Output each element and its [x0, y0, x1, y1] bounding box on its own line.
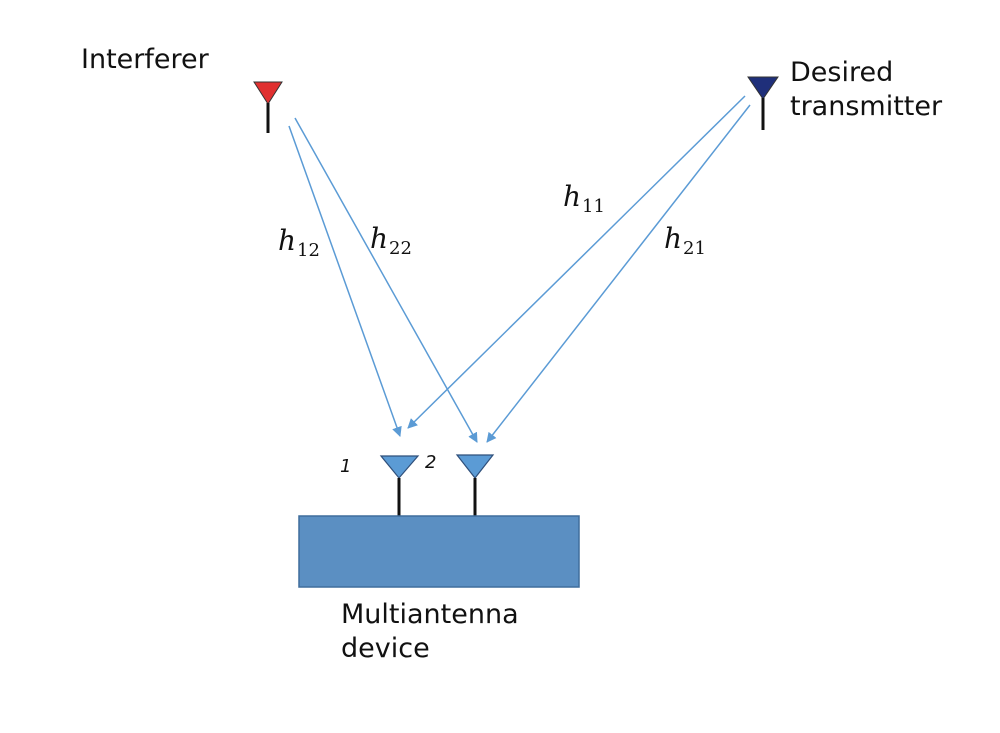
desired-transmitter-label: Desired transmitter	[790, 56, 942, 124]
desired-label-line2: transmitter	[790, 91, 943, 122]
channel-arrow-h11	[407, 95, 746, 429]
h12-sub: 12	[297, 240, 320, 261]
desired-label-line1: Desired	[790, 57, 894, 88]
channel-label-h11: h11	[563, 180, 605, 217]
interferer-antenna-head	[253, 81, 283, 105]
device-antenna-2-icon	[455, 454, 495, 516]
channel-arrow-h12	[288, 125, 402, 437]
device-antenna-1-head	[379, 455, 420, 479]
h22-base: h	[370, 222, 389, 255]
h12-base: h	[278, 224, 297, 257]
desired-antenna-head	[747, 76, 779, 100]
channel-arrow-h21	[486, 104, 751, 443]
device-label-line2: device	[341, 633, 430, 664]
channel-label-h22: h22	[370, 222, 412, 259]
device-antenna-1-icon	[379, 455, 420, 516]
interferer-label: Interferer	[81, 44, 209, 75]
device-label-line1: Multiantenna	[341, 599, 519, 630]
desired-transmitter-antenna-icon	[747, 76, 779, 130]
antenna-2-index: 2	[425, 452, 437, 473]
h22-sub: 22	[389, 238, 412, 259]
multiantenna-device-box	[298, 515, 580, 588]
antenna-1-index: 1	[340, 456, 352, 477]
h11-sub: 11	[582, 196, 605, 217]
device-label: Multiantenna device	[341, 598, 519, 666]
channel-label-h21: h21	[664, 222, 706, 259]
h21-base: h	[664, 222, 683, 255]
device-antenna-2-head	[455, 454, 495, 479]
h21-sub: 21	[683, 238, 706, 259]
interferer-antenna-icon	[253, 81, 283, 133]
channel-arrow-h22	[294, 117, 478, 443]
channel-label-h12: h12	[278, 224, 320, 261]
h11-base: h	[563, 180, 582, 213]
